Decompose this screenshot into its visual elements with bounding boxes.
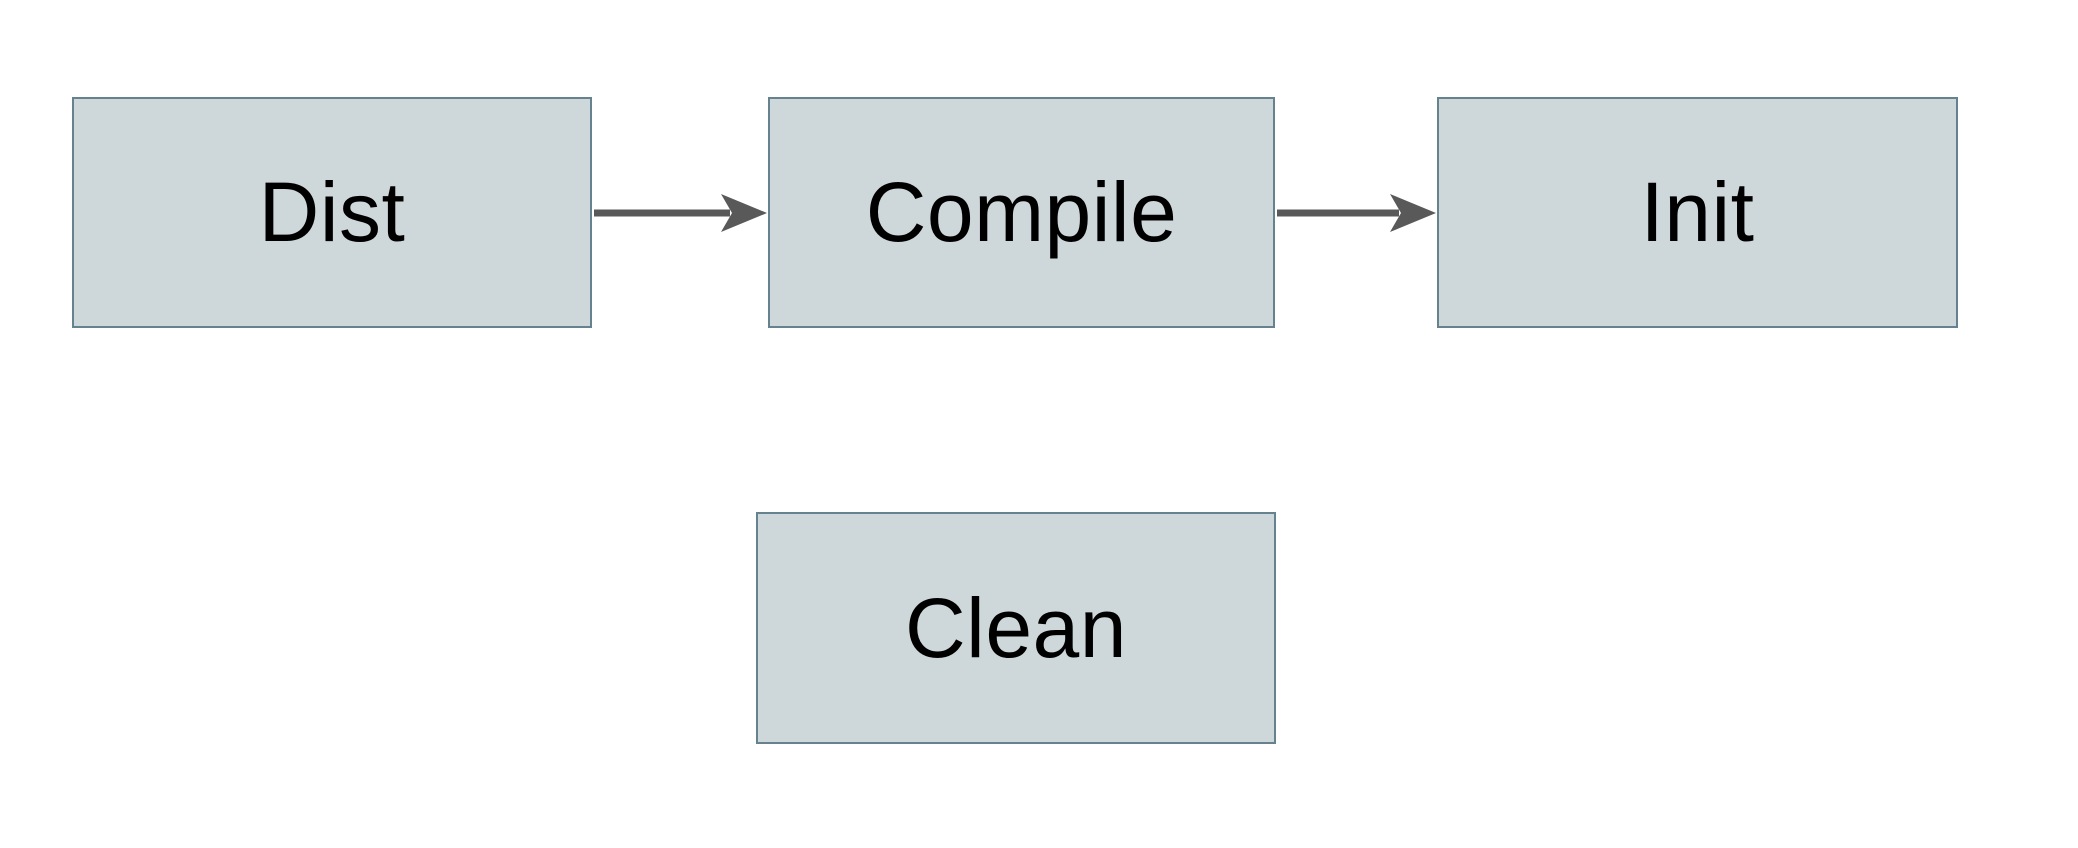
node-dist: Dist xyxy=(72,97,592,328)
node-clean-label: Clean xyxy=(905,580,1127,675)
arrow-dist-to-compile-icon xyxy=(594,194,767,232)
node-compile-label: Compile xyxy=(865,165,1178,259)
node-clean: Clean xyxy=(756,512,1276,744)
node-init: Init xyxy=(1437,97,1958,328)
arrow-compile-to-init-icon xyxy=(1277,194,1436,232)
node-dist-label: Dist xyxy=(258,165,406,259)
node-compile: Compile xyxy=(768,97,1275,328)
node-init-label: Init xyxy=(1640,165,1755,259)
